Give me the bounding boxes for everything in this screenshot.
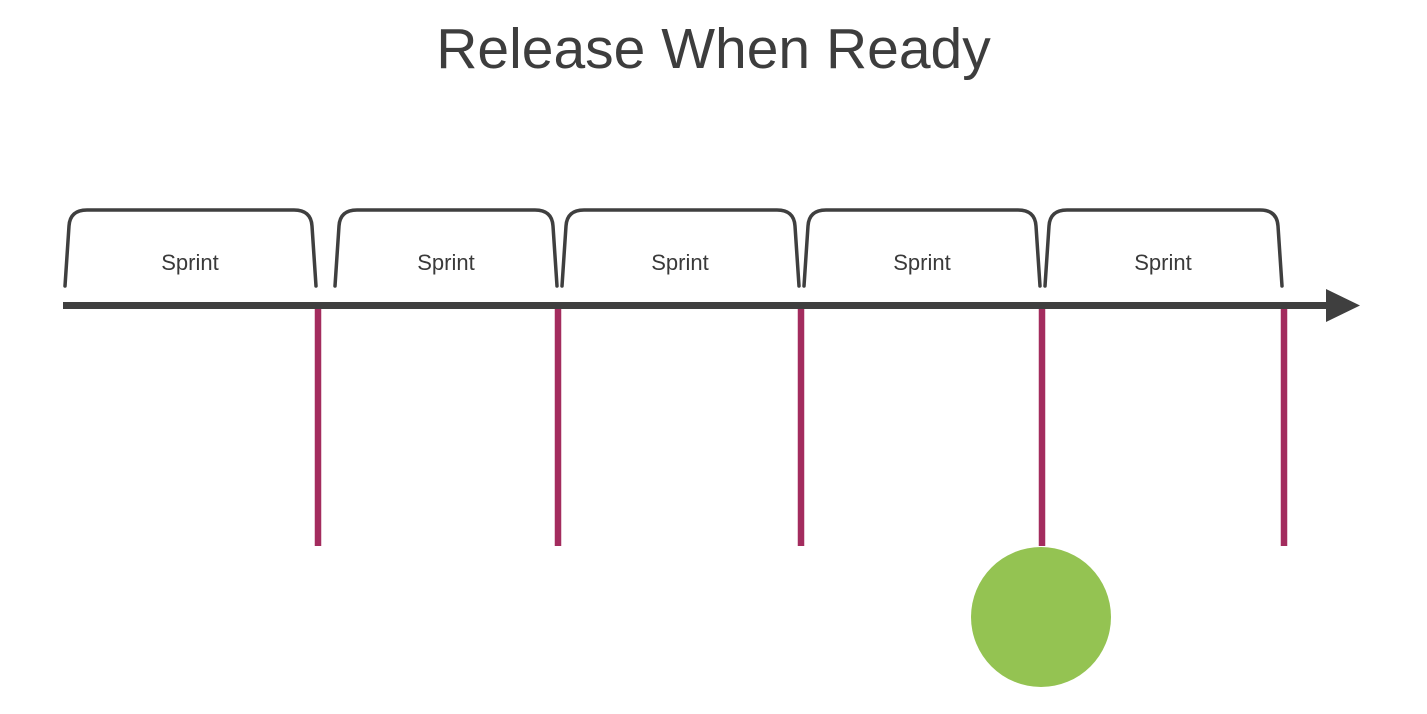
release-ready-marker <box>971 547 1111 687</box>
sprint-bracket-shape <box>802 208 1042 288</box>
sprint-bracket-shape <box>1043 208 1284 288</box>
sprint-label: Sprint <box>893 250 950 275</box>
sprint-bracket-shape <box>333 208 559 288</box>
sprint-bracket-shape <box>560 208 801 288</box>
timeline <box>63 289 1360 322</box>
arrow-right-icon <box>1326 289 1360 322</box>
sprint-bracket-5: Sprint <box>1043 208 1284 288</box>
sprint-bracket-2: Sprint <box>333 208 559 288</box>
sprint-label: Sprint <box>161 250 218 275</box>
sprint-bracket-shape <box>63 208 318 288</box>
sprint-boundary-lines <box>314 309 1288 546</box>
sprint-bracket-3: Sprint <box>560 208 801 288</box>
sprint-bracket-4: Sprint <box>802 208 1042 288</box>
page-title: Release When Ready <box>436 17 991 81</box>
sprint-label: Sprint <box>417 250 474 275</box>
sprint-label: Sprint <box>1134 250 1191 275</box>
sprint-bracket-1: Sprint <box>63 208 318 288</box>
sprint-label: Sprint <box>651 250 708 275</box>
